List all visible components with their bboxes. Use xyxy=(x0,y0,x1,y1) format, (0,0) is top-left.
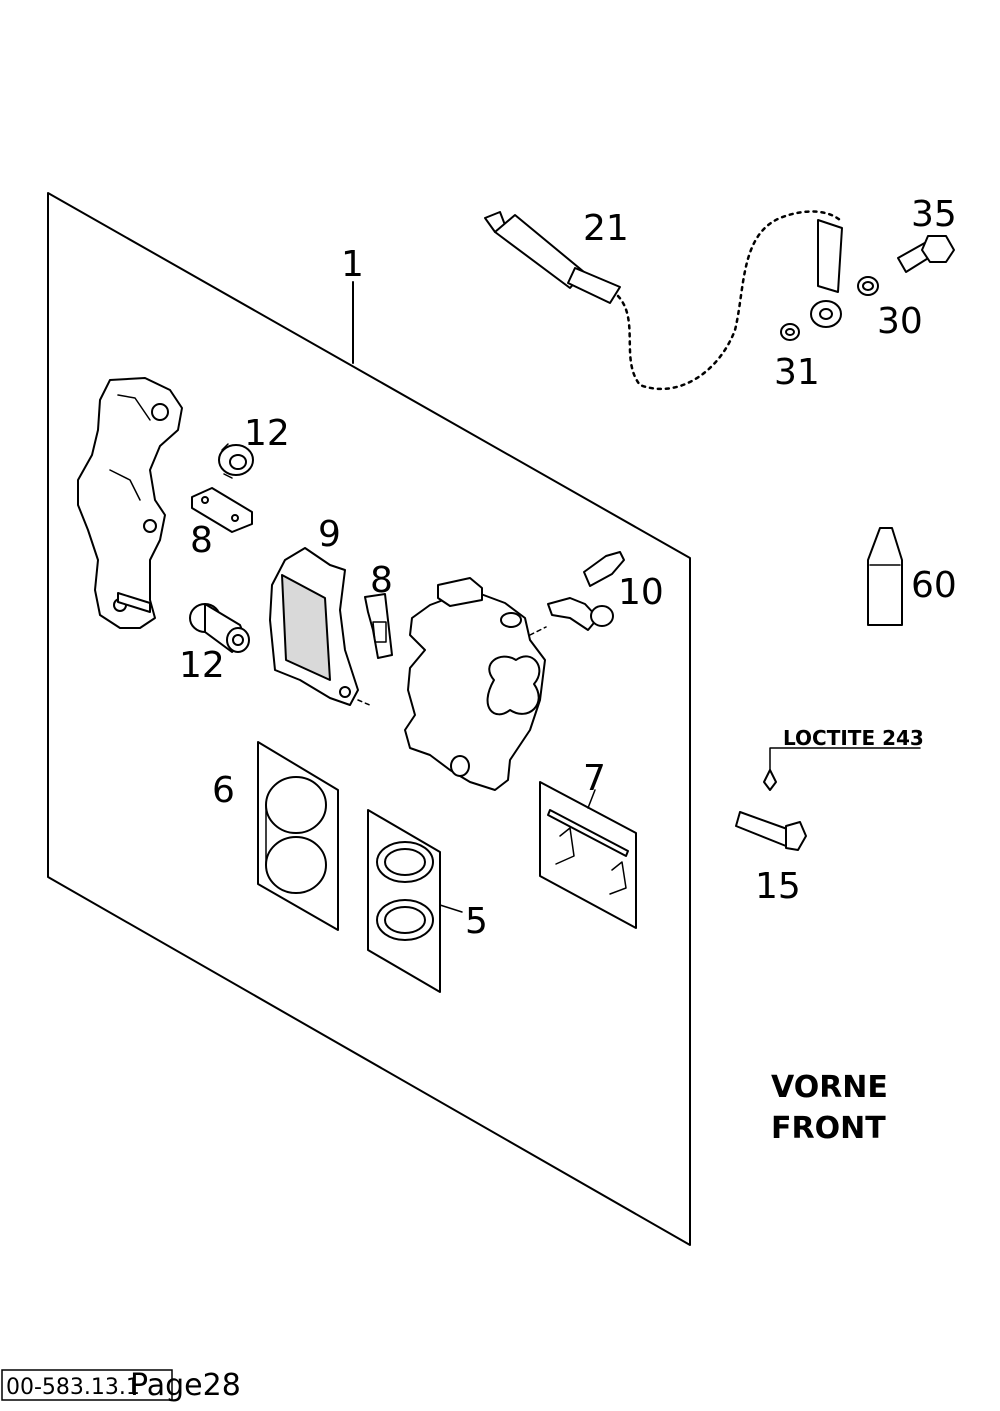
label-part-8-right: 8 xyxy=(370,560,393,601)
caliper-kit-panel xyxy=(47,192,691,1246)
label-part-35: 35 xyxy=(911,194,957,235)
label-part-30: 30 xyxy=(877,301,923,342)
label-part-21: 21 xyxy=(583,208,629,249)
label-part-60: 60 xyxy=(911,565,957,606)
label-part-7: 7 xyxy=(583,758,606,799)
bushing-part-12-upper xyxy=(218,443,254,479)
leader-loctite xyxy=(769,747,921,771)
footer-code: 00-583.13.1 xyxy=(6,1375,140,1400)
caliper-body xyxy=(404,577,547,791)
brake-hose-part-21 xyxy=(484,210,842,391)
footer-code-box xyxy=(1,1369,173,1401)
washer-inner-30 xyxy=(862,281,874,291)
label-part-1: 1 xyxy=(341,244,364,285)
caliper-bracket xyxy=(77,377,183,629)
washer-inner-31 xyxy=(785,328,795,336)
caption-front: FRONT xyxy=(771,1111,886,1146)
leader-part-5 xyxy=(439,904,463,913)
sleeve-bolt-part-12-lower xyxy=(189,603,250,653)
loctite-note: LOCTITE 243 xyxy=(783,726,924,750)
label-part-5: 5 xyxy=(465,901,488,942)
bolt-part-15 xyxy=(735,747,921,851)
label-part-15: 15 xyxy=(755,866,801,907)
label-part-12-lower: 12 xyxy=(179,645,225,686)
bleeder-valve-part-10 xyxy=(547,551,625,631)
label-part-31: 31 xyxy=(774,352,820,393)
pistons-part-6 xyxy=(257,741,339,931)
label-part-6: 6 xyxy=(212,770,235,811)
spring-clip-part-8-left xyxy=(191,487,253,533)
sealant-bottle-part-60 xyxy=(867,527,903,626)
brake-pads-part-9 xyxy=(269,547,373,707)
banjo-fitting xyxy=(810,219,843,328)
spring-clip-part-8-right xyxy=(364,593,393,659)
label-part-8-left: 8 xyxy=(190,520,213,561)
caption-vorne: VORNE xyxy=(771,1070,888,1105)
leader-part-7 xyxy=(587,789,596,809)
label-part-12-upper: 12 xyxy=(244,413,290,454)
label-part-9: 9 xyxy=(318,514,341,555)
seals-part-5 xyxy=(367,809,463,993)
label-part-10: 10 xyxy=(618,572,664,613)
banjo-bolt-part-35 xyxy=(897,235,955,273)
footer-page: Page28 xyxy=(130,1368,241,1403)
pin-and-clips-part-7 xyxy=(539,781,637,929)
